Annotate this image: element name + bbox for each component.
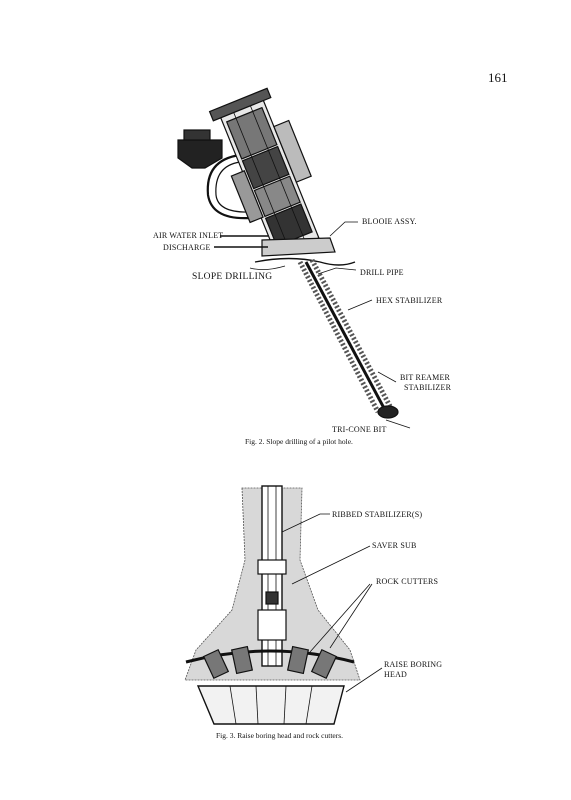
- label-raise-boring: RAISE BORING: [384, 660, 443, 669]
- label-slope-drilling: SLOPE DRILLING: [192, 272, 273, 282]
- hose-loop: [206, 153, 251, 220]
- label-hex-stabilizer: HEX STABILIZER: [376, 296, 443, 305]
- drill-rig: [208, 87, 320, 256]
- label-drill-pipe: DRILL PIPE: [360, 268, 404, 277]
- label-discharge: DISCHARGE: [163, 243, 211, 252]
- figure-3-illustration: [184, 485, 383, 725]
- drill-hole: [297, 258, 399, 419]
- label-tri-cone-bit: TRI-CONE BIT: [332, 425, 387, 434]
- hopper: [177, 139, 223, 169]
- label-ribbed-stabilizer: RIBBED STABILIZER(S): [332, 510, 423, 519]
- raise-boring-head: [196, 685, 345, 725]
- rock-cutters: [202, 645, 338, 680]
- label-air-water-inlet: AIR WATER INLET: [153, 231, 224, 240]
- label-rock-cutters: ROCK CUTTERS: [376, 577, 439, 586]
- rig-base: [261, 237, 336, 257]
- label-blooie-assy: BLOOIE ASSY.: [362, 217, 417, 226]
- label-raise-boring-head: HEAD: [384, 670, 408, 679]
- ground-surface: [254, 257, 356, 266]
- page-number: 161: [488, 70, 508, 85]
- label-bit-reamer-stabilizer: STABILIZER: [404, 383, 452, 392]
- figure-3-caption: Fig. 3. Raise boring head and rock cutte…: [216, 731, 344, 740]
- figure-2-caption: Fig. 2. Slope drilling of a pilot hole.: [245, 437, 353, 446]
- label-bit-reamer: BIT REAMER: [400, 373, 451, 382]
- label-saver-sub: SAVER SUB: [372, 541, 417, 550]
